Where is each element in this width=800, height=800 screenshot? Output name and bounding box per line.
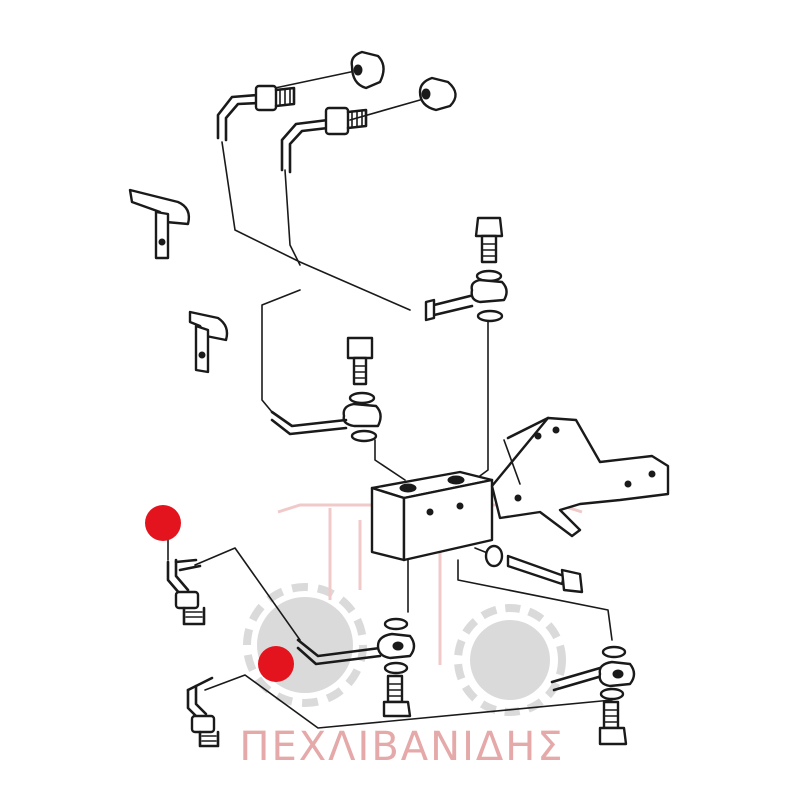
long-bolt-right	[484, 544, 584, 594]
valve-block	[370, 470, 494, 562]
banjo-bolt-middle	[270, 336, 382, 443]
pipe-elbow-lower-left	[166, 558, 206, 626]
marker-upper-left[interactable]	[145, 505, 181, 541]
cap-top-2	[418, 76, 457, 112]
banjo-lower-right	[550, 645, 636, 746]
banjo-bolt-upper	[424, 216, 508, 323]
pipe-elbow-bottom-left	[186, 676, 220, 748]
mounting-bracket	[490, 416, 670, 538]
watermark-gear-right-icon	[454, 604, 566, 716]
pipe-elbow-top-left	[216, 84, 296, 142]
bracket-lower	[188, 310, 229, 374]
watermark-text: ΠΕΧΛΙΒΑΝΙΔΗΣ	[239, 724, 564, 770]
cap-top-1	[350, 50, 385, 90]
marker-lower-center[interactable]	[258, 646, 294, 682]
bracket-upper	[128, 188, 191, 260]
banjo-lower-center	[296, 617, 416, 718]
pipe-elbow-top-right	[280, 106, 368, 174]
